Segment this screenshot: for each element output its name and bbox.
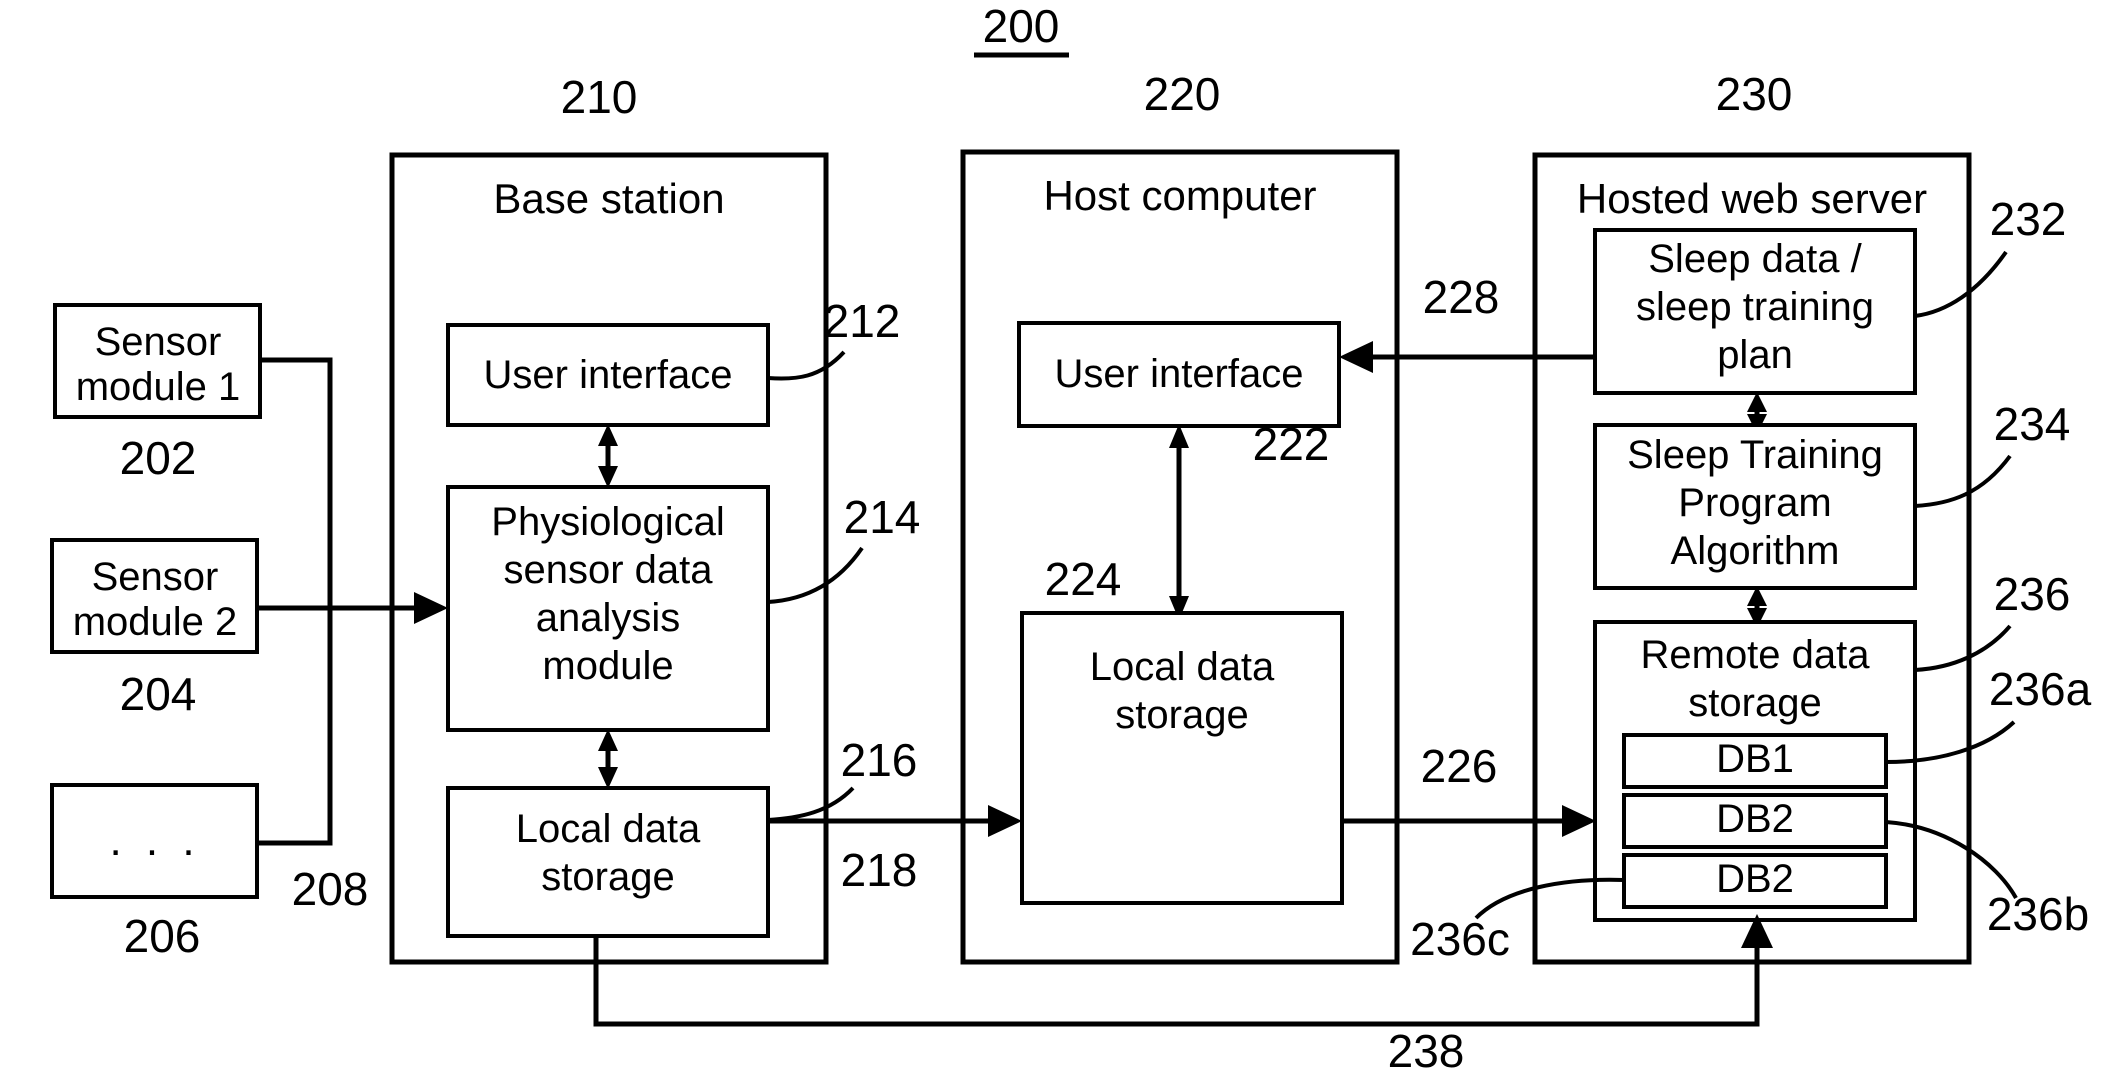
bs-analysis-line-2: sensor data [503, 548, 713, 592]
base-station-title: Base station [493, 175, 724, 222]
bs-storage-to-db3-connector [593, 914, 1773, 1027]
bs-analysis-to-storage-connector [598, 729, 618, 789]
hc-local-storage-line-2: storage [1115, 693, 1248, 737]
ref-216-label: 216 [841, 734, 918, 786]
ref-232-leader-line [1914, 250, 2008, 318]
sensor-module-n-ellipsis: . . . [109, 816, 200, 865]
ref-206-label: 206 [124, 910, 201, 962]
sv-sleep-data-line-1: Sleep data / [1648, 237, 1862, 281]
sensor-module-1-box [53, 303, 262, 419]
sv-algo-to-remote-storage-connector [1747, 586, 1767, 628]
ref-210-label: 210 [561, 71, 638, 123]
ref-236-label: 236 [1994, 568, 2071, 620]
ref-212-label: 212 [824, 295, 901, 347]
hc-user-interface-box [1017, 321, 1341, 428]
db-3-label: DB2 [1716, 857, 1794, 901]
bs-analysis-line-1: Physiological [491, 500, 724, 544]
ref-236c-label: 236c [1410, 913, 1510, 965]
ref-236b-leader-line [1885, 820, 2018, 899]
sv-training-algo-line-3: Algorithm [1671, 529, 1840, 573]
host-computer-title: Host computer [1043, 172, 1316, 219]
ref-224-label: 224 [1045, 553, 1122, 605]
sensor-module-1-line-2: module 1 [76, 365, 241, 409]
ref-222-label: 222 [1253, 418, 1330, 470]
sensor-module-2-line-2: module 2 [73, 600, 238, 644]
ref-204-label: 204 [120, 668, 197, 720]
sv-remote-storage-line-1: Remote data [1640, 633, 1870, 677]
bs-local-storage-line-2: storage [541, 855, 674, 899]
ref-230-label: 230 [1716, 68, 1793, 120]
ref-236a-label: 236a [1989, 663, 2092, 715]
db-2-box [1622, 793, 1888, 849]
hc-user-interface-label: User interface [1055, 352, 1304, 396]
sv-sleep-data-line-3: plan [1717, 333, 1793, 377]
sensor-module-2-line-1: Sensor [92, 555, 219, 599]
db-1-box [1622, 733, 1888, 789]
db-1-label: DB1 [1716, 737, 1794, 781]
hc-local-storage-line-1: Local data [1090, 645, 1275, 689]
sensor-module-1-line-1: Sensor [95, 320, 222, 364]
sv-training-algo-box [1593, 423, 1917, 590]
figure-ref-label: 200 [983, 0, 1060, 52]
ref-218-label: 218 [841, 844, 918, 896]
hc-local-storage-box [1020, 611, 1344, 905]
sv-sleep-data-line-2: sleep training [1636, 285, 1874, 329]
bs-analysis-line-4: module [542, 644, 673, 688]
sv-training-algo-line-1: Sleep Training [1627, 433, 1883, 477]
ref-236a-leader-line [1885, 720, 2016, 764]
db-2-label: DB2 [1716, 797, 1794, 841]
hc-ui-to-storage-connector [1169, 424, 1189, 620]
hosted-web-server-title: Hosted web server [1577, 175, 1927, 222]
ref-238-label: 238 [1388, 1025, 1465, 1077]
bs-user-interface-box [446, 323, 770, 427]
bs-local-storage-line-1: Local data [516, 807, 701, 851]
bs-local-storage-box [446, 786, 770, 938]
ref-236-leader-line [1914, 624, 2012, 672]
ref-220-label: 220 [1144, 68, 1221, 120]
bs-analysis-line-3: analysis [536, 596, 681, 640]
ref-226-label: 226 [1421, 740, 1498, 792]
ref-228-label: 228 [1423, 271, 1500, 323]
bs-analysis-module-box [446, 485, 770, 732]
sensor-module-2-box [50, 538, 259, 654]
bs-ui-to-analysis-connector [598, 424, 618, 488]
ref-236b-label: 236b [1987, 888, 2089, 940]
sv-training-algo-line-2: Program [1678, 481, 1831, 525]
ref-202-label: 202 [120, 432, 197, 484]
sensor-bus-wiring [257, 357, 448, 846]
ref-214-label: 214 [844, 491, 921, 543]
bs-storage-to-hc-storage-connector [768, 805, 1022, 837]
sv-sleep-data-box [1593, 228, 1917, 395]
ref-236c-leader-line [1474, 877, 1625, 920]
db-3-box [1622, 853, 1888, 909]
ref-234-label: 234 [1994, 398, 2071, 450]
bs-user-interface-label: User interface [484, 353, 733, 397]
server-to-hc-ui-connector [1339, 341, 1595, 373]
ref-216-leader-line [767, 786, 855, 822]
hc-storage-to-remote-storage-connector [1342, 805, 1596, 837]
ref-212-leader-line [767, 350, 846, 381]
ref-232-label: 232 [1990, 193, 2067, 245]
ref-234-leader-line [1914, 454, 2012, 508]
sv-remote-storage-line-2: storage [1688, 681, 1821, 725]
ref-208-label: 208 [292, 863, 369, 915]
ref-214-leader-line [767, 546, 864, 604]
